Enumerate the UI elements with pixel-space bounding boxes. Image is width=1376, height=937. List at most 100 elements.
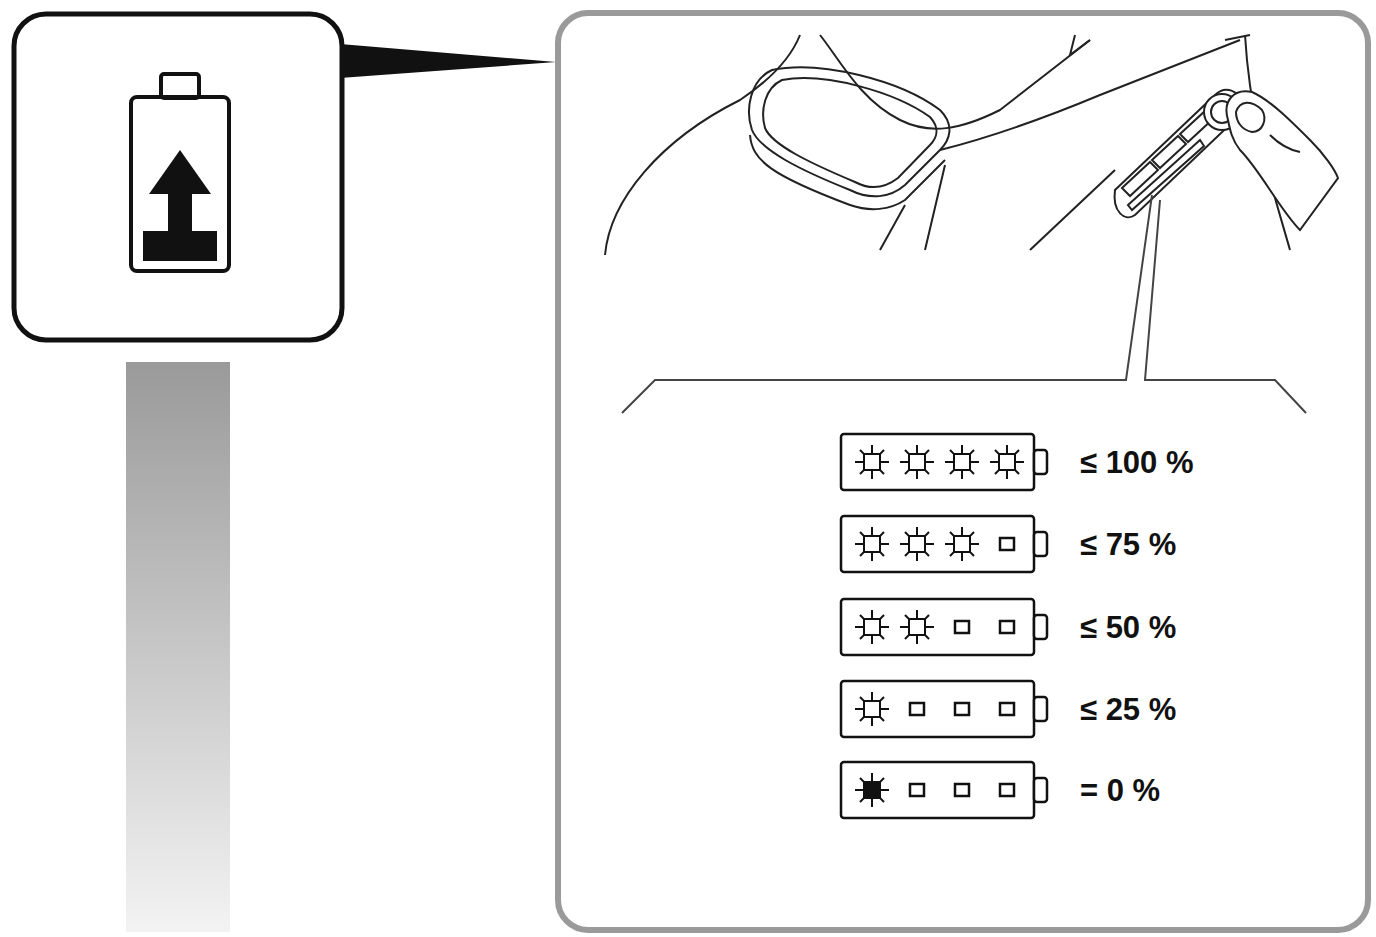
lit-segment bbox=[900, 610, 934, 644]
ray bbox=[1006, 445, 1008, 454]
segment bbox=[864, 536, 880, 552]
unlit-segment bbox=[1000, 621, 1014, 633]
charge-indicators bbox=[841, 434, 1047, 818]
button-strip bbox=[1115, 90, 1242, 217]
ray bbox=[1015, 461, 1024, 463]
ray bbox=[1006, 470, 1008, 479]
charge-level-label: ≤ 100 % bbox=[1080, 447, 1194, 478]
battery-terminal bbox=[1034, 532, 1047, 556]
ray bbox=[945, 543, 954, 545]
ray bbox=[900, 543, 909, 545]
battery-terminal bbox=[1034, 697, 1047, 721]
ray bbox=[880, 708, 889, 710]
ray bbox=[925, 626, 934, 628]
lit-segment bbox=[945, 445, 979, 479]
finger bbox=[1227, 91, 1338, 230]
ray bbox=[970, 461, 979, 463]
unlit-segment bbox=[1000, 538, 1014, 550]
battery-terminal bbox=[1034, 450, 1047, 474]
battery-indicator bbox=[841, 681, 1047, 737]
segment bbox=[909, 536, 925, 552]
ray bbox=[855, 461, 864, 463]
ray bbox=[916, 635, 918, 644]
unlit-segment bbox=[910, 784, 924, 796]
ray bbox=[961, 552, 963, 561]
ray bbox=[990, 461, 999, 463]
console-drawing bbox=[605, 35, 1290, 255]
ray bbox=[871, 692, 873, 701]
charge-level-label: ≤ 50 % bbox=[1080, 612, 1176, 643]
ray bbox=[916, 527, 918, 536]
ray bbox=[880, 543, 889, 545]
charge-level-label: ≤ 25 % bbox=[1080, 694, 1176, 725]
lit-segment bbox=[900, 527, 934, 561]
battery-indicator bbox=[841, 516, 1047, 572]
ray bbox=[871, 610, 873, 619]
battery-terminal bbox=[1034, 615, 1047, 639]
segment bbox=[909, 619, 925, 635]
callout-pointer bbox=[340, 44, 556, 78]
battery-body bbox=[841, 599, 1034, 655]
lit-segment bbox=[855, 773, 889, 807]
unlit-segment bbox=[1000, 703, 1014, 715]
charge-level-label: = 0 % bbox=[1080, 775, 1160, 806]
segment bbox=[954, 536, 970, 552]
lit-segment bbox=[900, 445, 934, 479]
unlit-segment bbox=[955, 784, 969, 796]
ray bbox=[880, 461, 889, 463]
lit-segment bbox=[990, 445, 1024, 479]
ray bbox=[961, 445, 963, 454]
ray bbox=[855, 543, 864, 545]
ray bbox=[961, 527, 963, 536]
ray bbox=[916, 470, 918, 479]
ray bbox=[855, 789, 864, 791]
unlit-segment bbox=[1000, 784, 1014, 796]
unlit-segment bbox=[955, 703, 969, 715]
ray bbox=[855, 708, 864, 710]
lit-segment bbox=[945, 527, 979, 561]
battery-body bbox=[841, 516, 1034, 572]
ray bbox=[880, 789, 889, 791]
ray bbox=[871, 773, 873, 782]
lit-segment bbox=[855, 527, 889, 561]
segment bbox=[864, 782, 880, 798]
gradient-bar bbox=[126, 362, 230, 932]
segment bbox=[909, 454, 925, 470]
ray bbox=[900, 461, 909, 463]
battery-indicator bbox=[841, 599, 1047, 655]
segment bbox=[999, 454, 1015, 470]
ray bbox=[916, 445, 918, 454]
ray bbox=[871, 798, 873, 807]
ray bbox=[916, 610, 918, 619]
lit-segment bbox=[855, 610, 889, 644]
ray bbox=[871, 552, 873, 561]
leader-bracket bbox=[622, 195, 1306, 413]
ray bbox=[880, 626, 889, 628]
detail-panel bbox=[558, 13, 1368, 930]
ray bbox=[970, 543, 979, 545]
ray bbox=[961, 470, 963, 479]
icon-frame bbox=[14, 14, 342, 340]
segment bbox=[864, 701, 880, 717]
segment bbox=[954, 454, 970, 470]
battery-indicator bbox=[841, 434, 1047, 490]
ray bbox=[871, 470, 873, 479]
ray bbox=[925, 461, 934, 463]
ray bbox=[855, 626, 864, 628]
battery-body bbox=[841, 762, 1034, 818]
battery-body bbox=[841, 681, 1034, 737]
segment bbox=[864, 454, 880, 470]
unlit-segment bbox=[910, 703, 924, 715]
battery-indicator bbox=[841, 762, 1047, 818]
ray bbox=[900, 626, 909, 628]
ray bbox=[871, 445, 873, 454]
lit-segment bbox=[855, 692, 889, 726]
ray bbox=[916, 552, 918, 561]
ray bbox=[871, 635, 873, 644]
battery-icon bbox=[131, 74, 229, 271]
unlit-segment bbox=[955, 621, 969, 633]
charge-level-label: ≤ 75 % bbox=[1080, 529, 1176, 560]
segment bbox=[864, 619, 880, 635]
battery-body bbox=[841, 434, 1034, 490]
